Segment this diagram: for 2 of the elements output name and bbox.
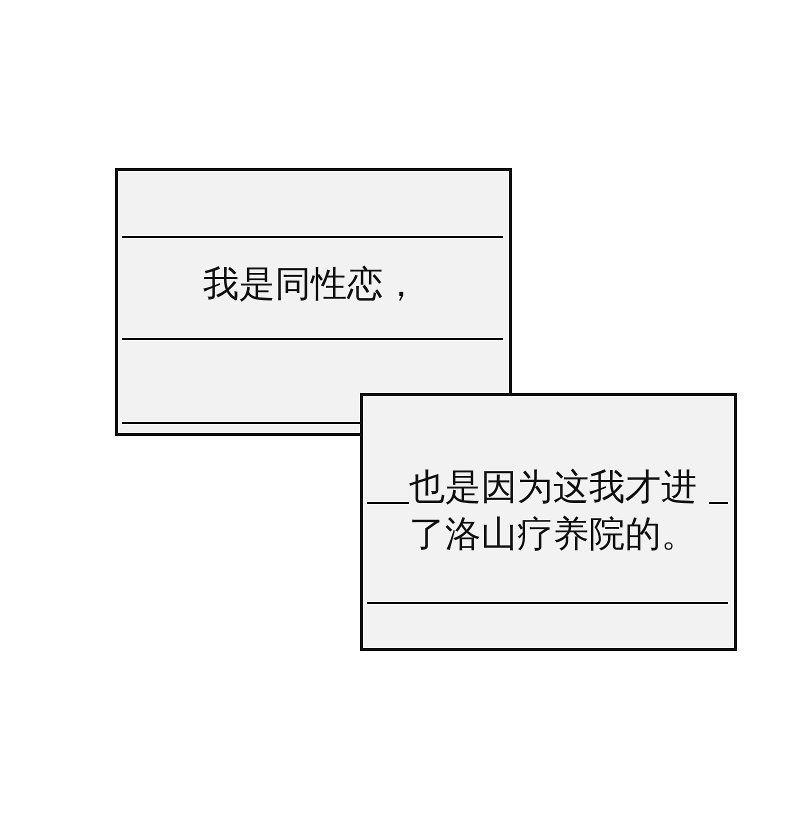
- caption-box: [360, 393, 737, 651]
- caption-box: [115, 168, 512, 436]
